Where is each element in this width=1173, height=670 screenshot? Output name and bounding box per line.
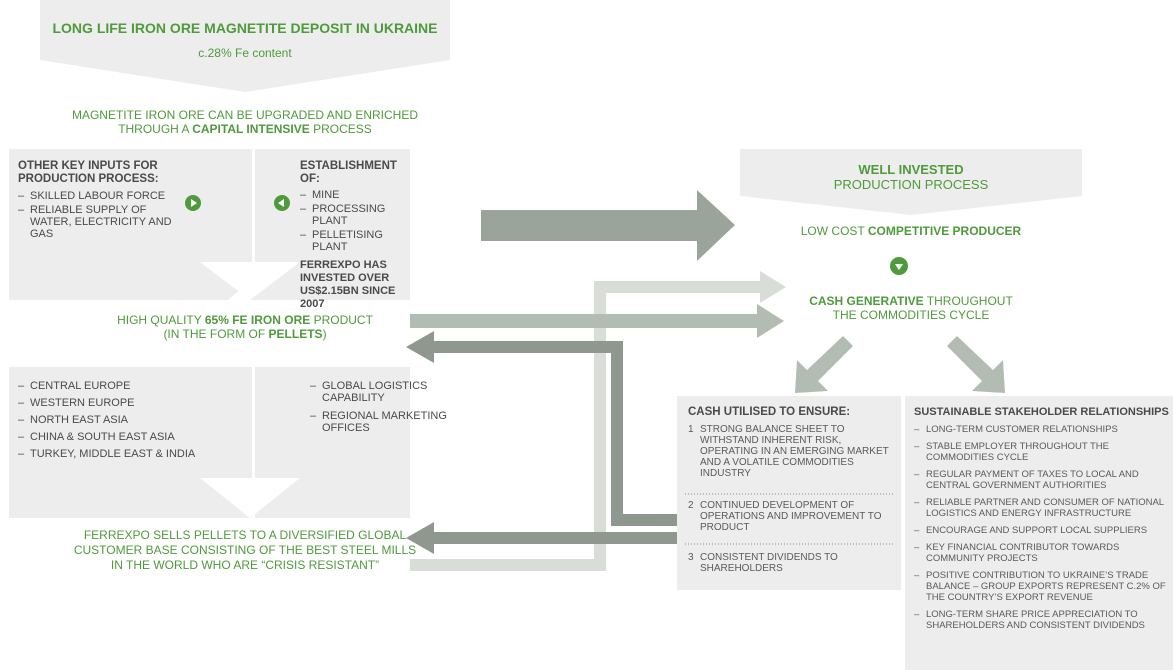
cash-utilised-heading: CASH UTILISED TO ENSURE: xyxy=(688,406,851,418)
diag-arrow-left xyxy=(795,336,853,393)
cash-item-text: CONSISTENT DIVIDENDS TO SHAREHOLDERS xyxy=(700,552,838,574)
list-item: KEY FINANCIAL CONTRIBUTOR TOWARDS COMMUN… xyxy=(914,542,1170,564)
list-item: REGULAR PAYMENT OF TAXES TO LOCAL AND CE… xyxy=(914,469,1170,491)
light-loop-arrowhead xyxy=(760,271,786,303)
light-loop-line xyxy=(410,281,762,571)
list-item: LONG-TERM CUSTOMER RELATIONSHIPS xyxy=(914,424,1170,435)
cash-generative-post: THROUGHOUT xyxy=(923,294,1013,308)
list-item: ENCOURAGE AND SUPPORT LOCAL SUPPLIERS xyxy=(914,525,1170,536)
list-item: PELLETISING PLANT xyxy=(300,229,410,253)
markets-list: CENTRAL EUROPE WESTERN EUROPE NORTH EAST… xyxy=(18,380,248,460)
list-item: PROCESSING PLANT xyxy=(300,203,410,227)
stakeholders: SUSTAINABLE STAKEHOLDER RELATIONSHIPS LO… xyxy=(914,406,1170,637)
cash-item-2: 2 CONTINUED DEVELOPMENT OF OPERATIONS AN… xyxy=(688,500,893,552)
list-item: STABLE EMPLOYER THROUGHOUT THE COMMODITI… xyxy=(914,441,1170,463)
list-item: SKILLED LABOUR FORCE xyxy=(18,190,183,202)
product-line2-post: ) xyxy=(322,327,327,341)
product-bold: 65% FE IRON ORE xyxy=(204,313,311,327)
logistics: GLOBAL LOGISTICS CAPABILITY REGIONAL MAR… xyxy=(310,380,450,436)
cash-utilised-box xyxy=(677,396,901,590)
product-line-1: HIGH QUALITY 65% FE IRON ORE PRODUCT xyxy=(40,313,450,327)
upgrade-bold: CAPITAL INTENSIVE xyxy=(192,122,310,136)
product-line2-bold: PELLETS xyxy=(268,327,323,341)
return-line-product xyxy=(432,341,677,526)
list-item: LONG-TERM SHARE PRICE APPRECIATION TO SH… xyxy=(914,609,1170,631)
cash-generative-text: CASH GENERATIVE THROUGHOUT THE COMMODITI… xyxy=(740,294,1082,322)
return-arrowhead-product xyxy=(406,331,434,363)
product-text: HIGH QUALITY 65% FE IRON ORE PRODUCT (IN… xyxy=(40,313,450,341)
upgrade-pre: THROUGH A xyxy=(118,122,193,136)
cash-item-text: STRONG BALANCE SHEET TO WITHSTAND INHERE… xyxy=(700,424,889,479)
cash-item-num: 1 xyxy=(688,424,694,435)
well-invested-title: WELL INVESTED xyxy=(858,162,964,177)
play-right-icon xyxy=(185,195,201,211)
other-inputs: OTHER KEY INPUTS FOR PRODUCTION PROCESS:… xyxy=(18,160,183,242)
list-item: GLOBAL LOGISTICS CAPABILITY xyxy=(310,380,450,404)
cash-item-num: 3 xyxy=(688,552,694,563)
low-cost-pre: LOW COST xyxy=(800,224,868,238)
product-line2-pre: (IN THE FORM OF xyxy=(163,327,269,341)
list-item: RELIABLE PARTNER AND CONSUMER OF NATIONA… xyxy=(914,497,1170,519)
low-cost-text: LOW COST COMPETITIVE PRODUCER xyxy=(740,224,1082,238)
well-invested: WELL INVESTED PRODUCTION PROCESS xyxy=(740,162,1082,192)
top-banner-shape xyxy=(40,0,450,92)
down-arrow-inputs xyxy=(200,262,300,300)
low-cost-bold: COMPETITIVE PRODUCER xyxy=(867,224,1022,238)
upgrade-post: PROCESS xyxy=(309,122,372,136)
play-down-icon xyxy=(890,257,908,275)
upgrade-text: MAGNETITE IRON ORE CAN BE UPGRADED AND E… xyxy=(40,108,450,136)
upgrade-line-2: THROUGH A CAPITAL INTENSIVE PROCESS xyxy=(40,122,450,136)
list-item: NORTH EAST ASIA xyxy=(18,414,248,426)
sales-line-1: FERREXPO SELLS PELLETS TO A DIVERSIFIED … xyxy=(83,528,407,542)
stakeholders-heading: SUSTAINABLE STAKEHOLDER RELATIONSHIPS xyxy=(914,406,1169,418)
down-arrow-markets xyxy=(200,478,300,518)
list-item: CHINA & SOUTH EAST ASIA xyxy=(18,431,248,443)
upgrade-line-1: MAGNETITE IRON ORE CAN BE UPGRADED AND E… xyxy=(71,108,419,122)
product-line-2: (IN THE FORM OF PELLETS) xyxy=(40,327,450,341)
product-pre: HIGH QUALITY xyxy=(117,313,205,327)
cash-item-text: CONTINUED DEVELOPMENT OF OPERATIONS AND … xyxy=(700,500,882,533)
big-arrow-right xyxy=(481,190,735,261)
logistics-list: GLOBAL LOGISTICS CAPABILITY REGIONAL MAR… xyxy=(310,380,450,434)
return-arrowhead-sales xyxy=(406,522,434,554)
cash-utilised: CASH UTILISED TO ENSURE: 1 STRONG BALANC… xyxy=(688,406,893,574)
sales-line-2: CUSTOMER BASE CONSISTING OF THE BEST STE… xyxy=(73,543,417,557)
establishment-heading: ESTABLISHMENT OF: xyxy=(300,160,397,185)
cash-generative-line-2: THE COMMODITIES CYCLE xyxy=(832,308,990,322)
establishment: ESTABLISHMENT OF: MINE PROCESSING PLANT … xyxy=(300,160,410,311)
list-item: POSITIVE CONTRIBUTION TO UKRAINE’S TRADE… xyxy=(914,570,1170,603)
cash-item-1: 1 STRONG BALANCE SHEET TO WITHSTAND INHE… xyxy=(688,424,893,492)
list-item: CENTRAL EUROPE xyxy=(18,380,248,392)
markets: CENTRAL EUROPE WESTERN EUROPE NORTH EAST… xyxy=(18,380,248,465)
well-invested-subtitle: PRODUCTION PROCESS xyxy=(833,177,989,192)
list-item: REGIONAL MARKETING OFFICES xyxy=(310,410,450,434)
stakeholders-list: LONG-TERM CUSTOMER RELATIONSHIPS STABLE … xyxy=(914,424,1170,631)
list-item: RELIABLE SUPPLY OF WATER, ELECTRICITY AN… xyxy=(18,204,183,240)
list-item: TURKEY, MIDDLE EAST & INDIA xyxy=(18,448,248,460)
establishment-list: MINE PROCESSING PLANT PELLETISING PLANT xyxy=(300,189,410,253)
investment-note: FERREXPO HAS INVESTED OVER US$2.15BN SIN… xyxy=(300,259,396,310)
well-invested-shape xyxy=(740,149,1082,215)
product-to-cash-arrow xyxy=(410,304,784,338)
cash-generative-bold: CASH GENERATIVE xyxy=(809,294,924,308)
cash-generative-line-1: CASH GENERATIVE THROUGHOUT xyxy=(740,294,1082,308)
top-banner-subtitle: c.28% Fe content xyxy=(198,46,292,60)
sales-line-3: IN THE WORLD WHO ARE “CRISIS RESISTANT” xyxy=(110,558,380,572)
other-inputs-heading: OTHER KEY INPUTS FOR PRODUCTION PROCESS: xyxy=(18,160,159,185)
play-left-icon xyxy=(274,195,290,211)
list-item: MINE xyxy=(300,189,410,201)
cash-item-3: 3 CONSISTENT DIVIDENDS TO SHAREHOLDERS xyxy=(688,552,893,574)
top-banner-title: LONG LIFE IRON ORE MAGNETITE DEPOSIT IN … xyxy=(52,20,438,36)
cash-item-num: 2 xyxy=(688,500,694,511)
other-inputs-list: SKILLED LABOUR FORCE RELIABLE SUPPLY OF … xyxy=(18,190,183,240)
sales-text: FERREXPO SELLS PELLETS TO A DIVERSIFIED … xyxy=(40,528,450,573)
list-item: WESTERN EUROPE xyxy=(18,397,248,409)
product-post: PRODUCT xyxy=(310,313,373,327)
diag-arrow-right xyxy=(947,336,1005,393)
